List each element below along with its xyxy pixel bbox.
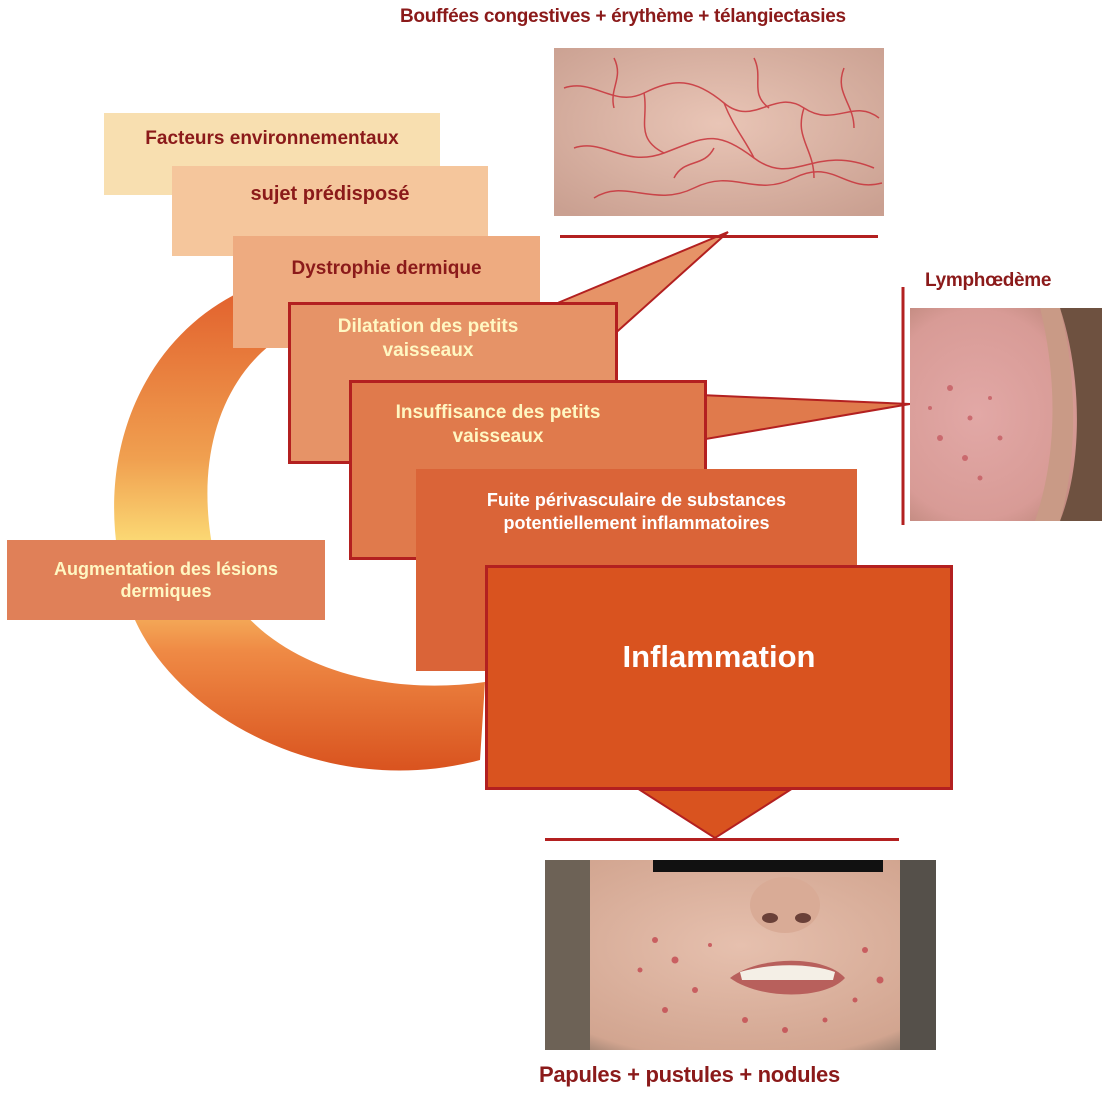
- top-skin-photo: [554, 48, 884, 216]
- step-3-label: Dystrophie dermique: [291, 257, 481, 281]
- bottom-photo-divider: [545, 838, 899, 841]
- step-5-label-line1: Insuffisance des petits: [396, 401, 601, 425]
- callout-insuffisance: [700, 395, 910, 440]
- top-photo-divider: [560, 235, 878, 238]
- top-caption: Bouffées congestives + érythème + télang…: [400, 6, 846, 28]
- step-5-label-line2: vaisseaux: [396, 425, 601, 449]
- inflammation-box: Inflammation: [485, 565, 953, 790]
- bottom-face-photo: [545, 860, 936, 1050]
- cheek-photo: [910, 308, 1102, 521]
- inflammation-label: Inflammation: [623, 638, 816, 677]
- step-1-label: Facteurs environnementaux: [145, 127, 398, 151]
- step-6-label-line1: Fuite périvasculaire de substances: [487, 489, 786, 512]
- step-4-label-line2: vaisseaux: [338, 339, 519, 363]
- face-photo: [545, 860, 936, 1050]
- step-augmentation-lesions: Augmentation des lésions dermiques: [7, 540, 325, 620]
- side-step-label-line2: dermiques: [54, 580, 278, 603]
- right-cheek-photo: [910, 308, 1102, 521]
- side-step-label-line1: Augmentation des lésions: [54, 558, 278, 581]
- inflammation-down-arrow: [640, 790, 790, 838]
- bottom-caption: Papules + pustules + nodules: [539, 1062, 840, 1088]
- step-6-label-line2: potentiellement inflammatoires: [487, 512, 786, 535]
- step-4-label-line1: Dilatation des petits: [338, 315, 519, 339]
- telangiectasia-photo: [554, 48, 884, 216]
- step-2-label: sujet prédisposé: [251, 182, 410, 207]
- right-caption: Lymphœdème: [925, 270, 1051, 292]
